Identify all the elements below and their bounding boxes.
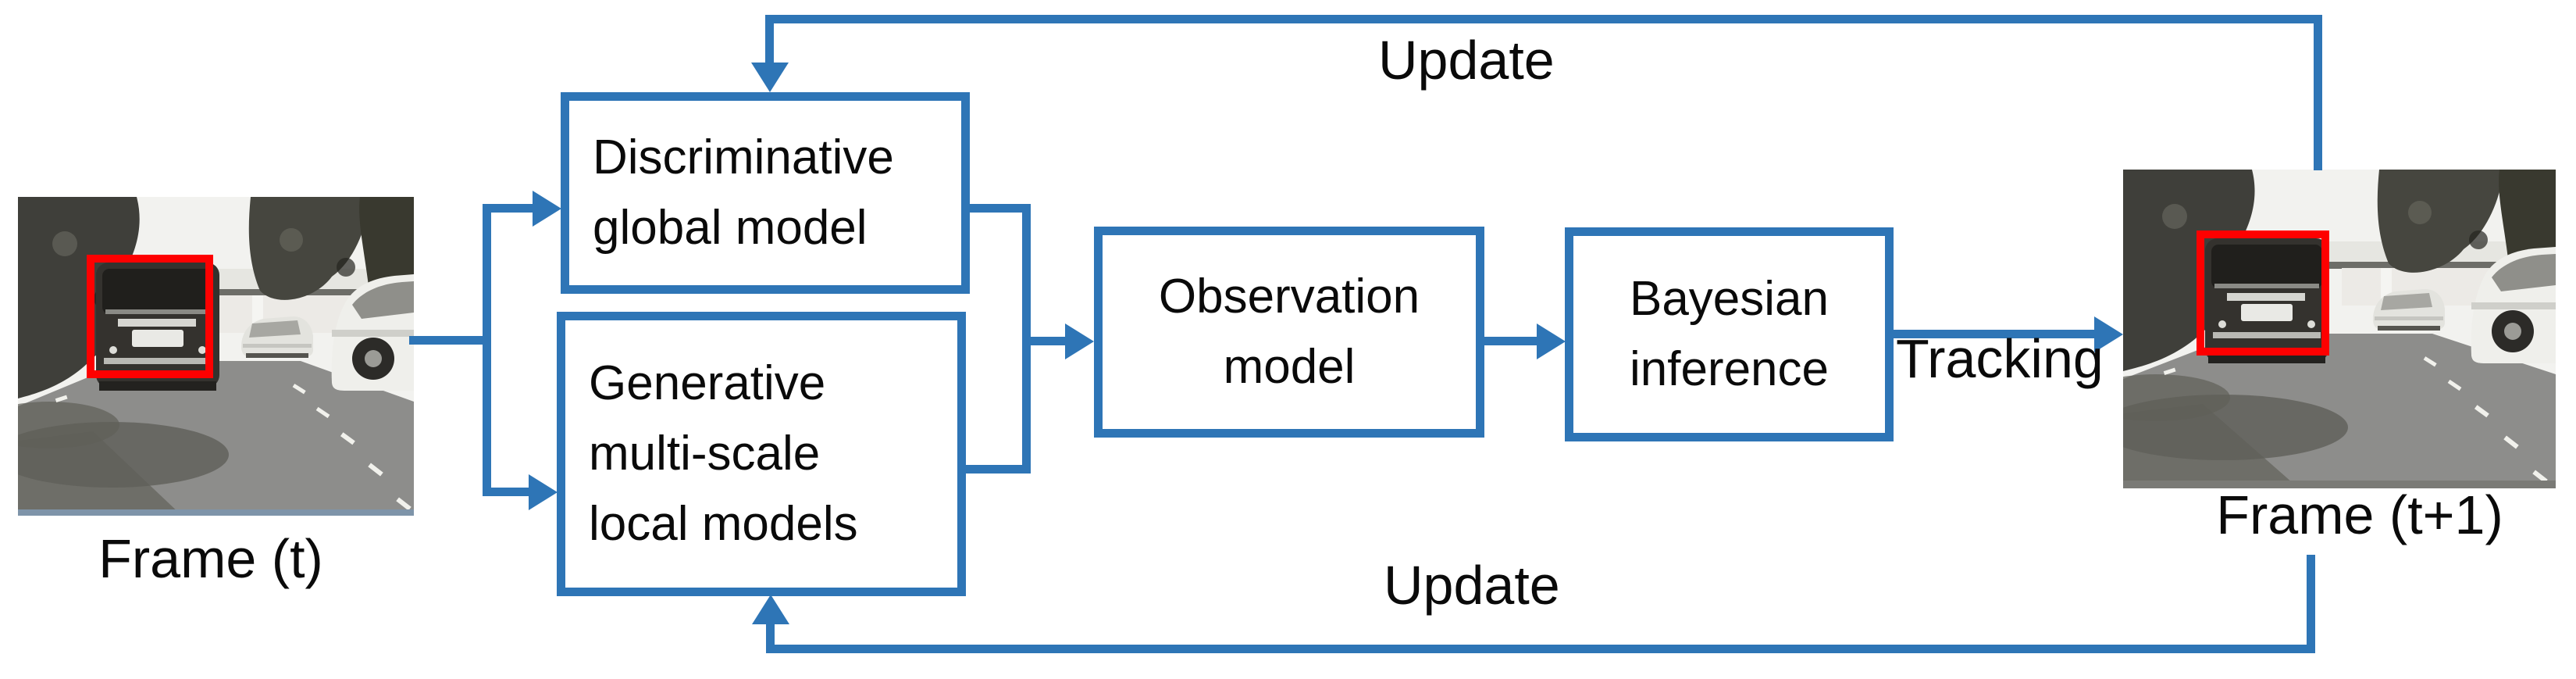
edge-branch-to-generative xyxy=(483,488,530,496)
arrowhead-into-frame-t1 xyxy=(2094,316,2123,352)
frame-t1-street-scene xyxy=(2123,170,2556,488)
edge-update-bottom-horizontal xyxy=(766,645,2315,653)
box-label-line: local models xyxy=(589,497,858,551)
edge-update-bottom-left-vertical xyxy=(766,623,775,649)
arrowhead-into-discriminative xyxy=(533,191,561,227)
edge-discriminative-output xyxy=(968,204,1031,213)
box-observation-model: Observation model xyxy=(1094,227,1484,438)
frame-t1-image xyxy=(2123,170,2556,488)
box-label-line: Bayesian xyxy=(1629,272,1830,326)
edge-update-top-left-vertical xyxy=(765,15,774,64)
arrowhead-into-bayesian xyxy=(1537,323,1566,359)
box-label-line: global model xyxy=(593,201,868,255)
edge-observation-to-bayesian xyxy=(1483,337,1538,345)
frame-t-street-scene xyxy=(18,197,414,516)
arrowhead-into-discriminative-top xyxy=(751,63,789,92)
box-label-line: Discriminative xyxy=(593,130,894,184)
edge-frame-t-to-branch xyxy=(409,336,488,345)
edge-update-top-right-vertical xyxy=(2314,15,2322,170)
frame-t-tracking-box xyxy=(87,255,213,378)
arrowhead-into-generative-bottom xyxy=(752,595,789,624)
box-discriminative-global-model: Discriminative global model xyxy=(561,92,970,294)
edge-branch-vertical xyxy=(483,204,491,496)
box-label-line: multi-scale xyxy=(589,427,821,481)
edge-tracking xyxy=(1892,330,2096,338)
box-label-line: Generative xyxy=(589,356,826,410)
arrowhead-into-observation xyxy=(1065,323,1094,359)
edge-merge-to-observation xyxy=(1022,337,1067,345)
box-label-line: model xyxy=(1223,340,1356,394)
tracking-label: Tracking xyxy=(1896,328,2104,389)
box-label-line: Observation xyxy=(1158,270,1420,323)
edge-generative-output xyxy=(964,465,1031,474)
frame-t-image xyxy=(18,197,414,516)
box-bayesian-inference: Bayesian inference xyxy=(1565,227,1894,441)
update-bottom-label: Update xyxy=(1384,555,1560,616)
edge-branch-to-discriminative xyxy=(483,204,534,213)
frame-t1-tracking-box xyxy=(2197,231,2329,356)
arrowhead-into-generative xyxy=(529,474,558,510)
box-generative-multiscale-local-models: Generative multi-scale local models xyxy=(557,312,966,596)
update-top-label: Update xyxy=(1378,30,1555,91)
box-label-line: inference xyxy=(1629,342,1830,396)
edge-update-top-horizontal xyxy=(765,15,2322,23)
frame-t-caption: Frame (t) xyxy=(98,528,323,589)
edge-update-bottom-right-vertical xyxy=(2307,555,2315,649)
frame-t1-caption: Frame (t+1) xyxy=(2216,484,2503,545)
